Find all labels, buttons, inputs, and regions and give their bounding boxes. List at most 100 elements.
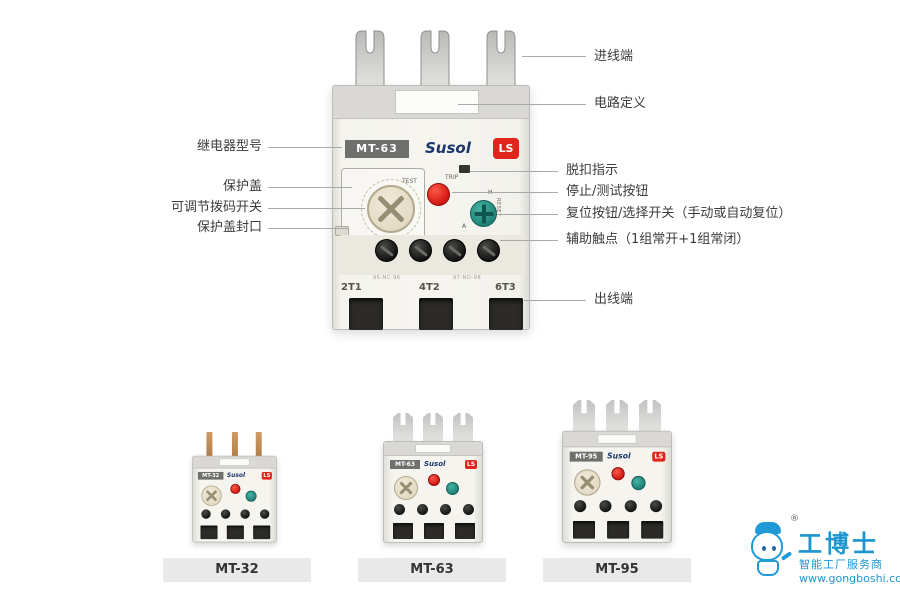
- test-label: TEST: [402, 178, 417, 185]
- callout-cover-seal: 保护盖封口: [196, 220, 262, 235]
- fork-terminal-icon: [606, 400, 628, 433]
- reset-selector-dial: [470, 200, 497, 227]
- terminal-label: 4T2: [419, 282, 440, 293]
- variant-terminal-slot: [455, 523, 475, 539]
- callout-protective-cover: 保护盖: [222, 179, 262, 194]
- variant-dial: [394, 476, 418, 500]
- gongboshi-logo: ® 工博士 智能工厂服务商 www.gongboshi.com: [744, 514, 900, 596]
- mascot-arm: [780, 551, 793, 561]
- fork-terminal-icon: [355, 30, 385, 88]
- aux-contact-screw: [477, 239, 500, 262]
- footer-url: www.gongboshi.com: [799, 572, 900, 585]
- relay-variant-mt95: MT-95 Susol LS: [562, 400, 672, 543]
- variant-terminal-slot: [200, 525, 218, 540]
- leader-line-incoming: [522, 56, 586, 57]
- variant-top-strip: [384, 442, 482, 456]
- variant-reset-dial: [245, 490, 257, 502]
- callout-incoming-terminal: 进线端: [594, 49, 634, 64]
- variant-test-button: [611, 467, 625, 481]
- variant-terminal-slot: [226, 525, 244, 540]
- tab-terminal-icon: [231, 432, 238, 458]
- outgoing-terminal-slot: [349, 298, 383, 330]
- relay-main-product: MT-63 Susol LS TEST TRIP H A RESET: [332, 28, 530, 330]
- callout-aux-contacts: 辅助触点（1组常开+1组常闭）: [566, 232, 750, 247]
- robot-mascot-icon: [746, 522, 793, 580]
- aux-marking-left: 95-NC-96: [373, 275, 401, 281]
- variant-body: MT-95 Susol LS: [562, 430, 672, 543]
- footer-tagline: 智能工厂服务商: [799, 558, 883, 571]
- relay-variant-mt63: MT-63 Susol LS: [383, 413, 483, 543]
- reset-a-label: A: [462, 223, 467, 230]
- variant-body: MT-32 Susol LS: [192, 455, 277, 543]
- variant-ls-logo: LS: [465, 460, 477, 469]
- mascot-eye: [762, 546, 766, 551]
- variant-model-badge: MT-32: [197, 471, 224, 480]
- leader-line-test: [452, 192, 558, 193]
- variant-top-strip: [192, 456, 277, 469]
- leader-line-cover: [268, 187, 352, 188]
- variant-screw: [201, 509, 211, 519]
- fork-terminal-icon: [423, 413, 443, 443]
- stop-test-button: [427, 183, 450, 206]
- trip-indicator: [459, 165, 470, 173]
- callout-relay-model: 继电器型号: [196, 139, 262, 154]
- circuit-label-area: [219, 458, 250, 466]
- tab-terminal-icon: [206, 432, 213, 458]
- tab-terminal-icon: [255, 432, 262, 458]
- brand-susol: Susol: [425, 139, 471, 157]
- terminal-label: 6T3: [495, 282, 516, 293]
- mascot-eye: [772, 546, 776, 551]
- variant-model-badge: MT-63: [390, 460, 420, 469]
- callout-outgoing-terminal: 出线端: [594, 292, 634, 307]
- variant-terminal-slot: [253, 525, 271, 540]
- variant-dial: [574, 469, 601, 496]
- variant-label-mt63: MT-63: [358, 558, 506, 582]
- variant-test-button: [230, 483, 241, 495]
- relay-top-strip: [333, 86, 529, 119]
- leader-line-trip: [470, 171, 558, 172]
- callout-circuit-definition: 电路定义: [594, 96, 647, 111]
- footer-brand-name: 工博士: [798, 530, 879, 558]
- dial-slot: [481, 204, 486, 223]
- variant-label-mt95: MT-95: [543, 558, 691, 582]
- variant-body: MT-63 Susol LS: [383, 441, 483, 543]
- callout-adjustable-dial: 可调节拨码开关: [170, 200, 262, 215]
- variant-screw: [650, 500, 663, 513]
- callout-stop-test-button: 停止/测试按钮: [566, 184, 649, 199]
- registered-mark: ®: [790, 514, 799, 524]
- circuit-definition-area: [395, 90, 479, 114]
- aux-marking-right: 97-NO-98: [453, 275, 482, 281]
- callout-reset-selector: 复位按钮/选择开关（手动或自动复位）: [566, 206, 792, 221]
- relay-body: MT-63 Susol LS TEST TRIP H A RESET: [332, 85, 530, 330]
- fork-terminal-icon: [639, 400, 661, 433]
- circuit-label-area: [415, 444, 451, 453]
- leader-line-seal: [268, 228, 348, 229]
- variant-screw: [417, 504, 428, 515]
- relay-variant-mt32: MT-32 Susol LS: [192, 432, 277, 543]
- adjustable-dial-switch: [361, 179, 421, 239]
- leader-line-model: [268, 147, 342, 148]
- aux-contact-screw: [443, 239, 466, 262]
- variant-dial: [201, 485, 222, 506]
- fork-terminal-icon: [393, 413, 413, 443]
- trip-label: TRIP: [445, 174, 459, 181]
- circuit-label-area: [597, 434, 637, 444]
- variant-terminal-slot: [424, 523, 444, 539]
- outgoing-terminal-slot: [419, 298, 453, 330]
- fork-terminal-icon: [453, 413, 473, 443]
- aux-contact-screw: [375, 239, 398, 262]
- leader-line-circuit: [458, 104, 586, 105]
- leader-line-aux: [500, 240, 558, 241]
- outgoing-terminal-slot: [489, 298, 523, 330]
- ls-logo: LS: [493, 138, 519, 159]
- mascot-body: [757, 560, 779, 576]
- variant-label-mt32: MT-32: [163, 558, 311, 582]
- variant-reset-dial: [446, 482, 459, 495]
- variant-top-strip: [563, 431, 671, 448]
- leader-line-outgoing: [524, 300, 586, 301]
- variant-ls-logo: LS: [652, 451, 666, 462]
- variant-screw: [440, 504, 451, 515]
- terminal-label: 2T1: [341, 282, 362, 293]
- variant-screw: [260, 509, 270, 519]
